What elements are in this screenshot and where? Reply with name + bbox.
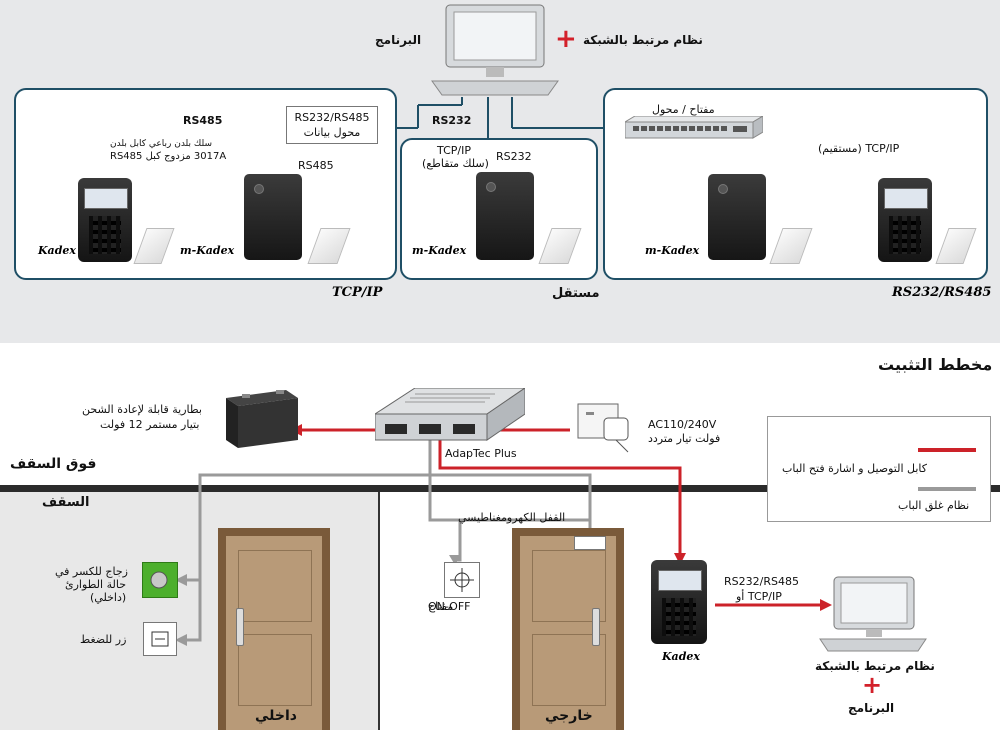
maglock-icon bbox=[574, 536, 606, 550]
tcpip-straight-label: TCP/IP (مستقيم) bbox=[818, 142, 900, 155]
adaptec-label: AdapTec Plus bbox=[445, 447, 517, 460]
adaptec-controller-icon bbox=[373, 387, 527, 444]
push-button-icon bbox=[143, 622, 177, 656]
mkadex-reader-icon-middle bbox=[476, 172, 534, 260]
plus-icon: + bbox=[555, 24, 577, 54]
legend: كابل التوصيل و اشارة فتح الباب نظام غلق … bbox=[767, 416, 991, 522]
mkadex-brand-label-right: m-Kadex bbox=[645, 244, 700, 257]
above-ceiling-label: فوق السقف bbox=[10, 456, 97, 472]
plus-icon-bottom: + bbox=[862, 671, 883, 699]
legend-item-1: كابل التوصيل و اشارة فتح الباب bbox=[782, 462, 927, 475]
converter-label-1: RS232/RS485 bbox=[294, 111, 370, 124]
network-switch-icon bbox=[623, 115, 765, 140]
panel-tcpip-title: TCP/IP bbox=[332, 285, 383, 300]
rs232-label: RS232 bbox=[432, 114, 472, 127]
breakglass-label-2: حالة الطوارئ bbox=[65, 578, 126, 591]
outside-door-frame bbox=[512, 528, 624, 730]
mkadex-brand-label-middle: m-Kadex bbox=[412, 244, 467, 257]
mkadex-brand-label: m-Kadex bbox=[180, 244, 235, 257]
link-label-2: TCP/IP أو bbox=[736, 590, 782, 603]
panel-standalone-title: مستقل bbox=[552, 286, 600, 301]
outside-door bbox=[520, 536, 616, 730]
power-label-2: فولت تيار متردد bbox=[648, 432, 721, 445]
power-label-1: AC110/240V bbox=[648, 418, 717, 431]
data-converter-box: RS232/RS485 محول بيانات bbox=[286, 106, 378, 144]
wall-divider bbox=[378, 492, 380, 730]
onoff-label-1: ON-OFF bbox=[428, 600, 471, 613]
legend-grey-line bbox=[918, 487, 976, 491]
battery-icon bbox=[220, 388, 300, 450]
mkadex-reader-icon bbox=[244, 174, 302, 260]
rs485-top-label: RS485 bbox=[183, 114, 223, 127]
network-system-label-bottom: نظام مرتبط بالشبكة bbox=[815, 659, 935, 673]
kadex-terminal-icon-bottom bbox=[651, 560, 707, 644]
breakglass-label-3: (داخلي) bbox=[90, 591, 127, 604]
inside-door-frame bbox=[218, 528, 330, 730]
tcpip-middle-label: TCP/IP bbox=[437, 144, 471, 157]
crossover-label: (سلك متقاطع) bbox=[422, 157, 489, 170]
kadex-terminal-icon bbox=[78, 178, 132, 262]
ceiling-bar bbox=[0, 485, 1000, 492]
door-handle-icon-2 bbox=[592, 608, 600, 646]
inside-label: داخلي bbox=[255, 708, 297, 724]
converter-label-2: محول بيانات bbox=[303, 126, 361, 139]
battery-label-2: بتيار مستمر 12 فولت bbox=[100, 418, 200, 431]
installation-diagram-title: مخطط التثبيت bbox=[878, 355, 993, 374]
bottom-wiring bbox=[175, 424, 832, 646]
legend-red-line bbox=[918, 448, 976, 452]
ceiling-label: السقف bbox=[42, 495, 90, 510]
rs232-middle-label: RS232 bbox=[496, 150, 532, 163]
power-outlet-icon bbox=[576, 402, 636, 454]
server-computer-icon bbox=[430, 3, 560, 98]
legend-item-2: نظام غلق الباب bbox=[898, 499, 970, 512]
mkadex-reader-icon-right bbox=[708, 174, 766, 260]
battery-label-1: بطارية قابلة لإعادة الشحن bbox=[82, 403, 202, 416]
kadex-brand-label-bottom: Kadex bbox=[662, 650, 700, 663]
panel-rs232-rs485-title: RS232/RS485 bbox=[892, 285, 992, 300]
kadex-terminal-icon-right bbox=[878, 178, 932, 262]
outside-label: خارجي bbox=[545, 708, 593, 724]
switch-label: مفتاح / محول bbox=[652, 103, 715, 116]
door-handle-icon bbox=[236, 608, 244, 646]
onoff-label-2: مفتاح bbox=[428, 600, 454, 613]
software-label-bottom: البرنامج bbox=[848, 701, 895, 715]
pc-computer-icon bbox=[818, 575, 928, 655]
network-system-label: نظام مرتبط بالشبكة bbox=[583, 33, 703, 47]
inside-door bbox=[226, 536, 322, 730]
breakglass-label-1: زجاج للكسر في bbox=[55, 565, 128, 578]
cable-note-2: 3017A مزدوج كبل RS485 bbox=[110, 151, 227, 162]
server-software-label: البرنامج bbox=[375, 33, 422, 47]
cable-note-1: سلك بلدن رباعي كابل بلدن bbox=[110, 139, 212, 149]
maglock-label: القفل الكهرومغناطيسي bbox=[458, 511, 566, 524]
kadex-brand-label: Kadex bbox=[38, 244, 76, 257]
break-glass-icon bbox=[142, 562, 178, 598]
rs485-right-label: RS485 bbox=[298, 159, 334, 172]
push-button-label: زر للضغط bbox=[80, 633, 127, 646]
link-label-1: RS232/RS485 bbox=[724, 575, 799, 588]
onoff-switch-icon bbox=[444, 562, 480, 598]
